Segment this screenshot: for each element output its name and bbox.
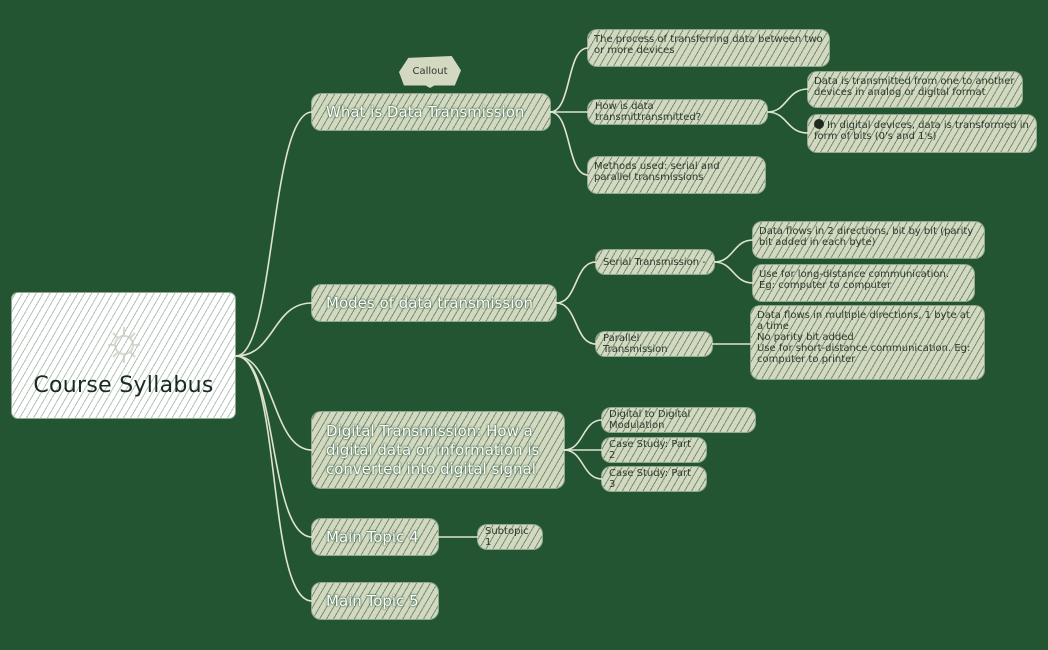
topic-modes-of-data-transmission[interactable]: Modes of data transmission — [312, 285, 556, 321]
leaf-line-1: Data flows in multiple directions, 1 byt… — [757, 310, 970, 332]
connector-t1c2-b — [766, 111, 809, 134]
leaf-bits-zeros-and-ones[interactable]: In digital devices, data is transformed … — [808, 115, 1036, 152]
leaf-serial-two-directions[interactable]: Data flows in 2 directions, bit by bit (… — [753, 222, 984, 258]
subtopic-label: Digital to Digital Modulation — [609, 409, 691, 431]
subtopic-label: Parallel Transmission — [603, 333, 668, 355]
connector-t2-c1 — [555, 261, 597, 304]
topic-label: Main Topic 4 — [326, 527, 419, 546]
topic-label: What is Data Transmission — [326, 102, 525, 121]
subtopic-subtopic-1[interactable]: Subtopic 1 — [478, 525, 542, 549]
connector-t1-c3 — [549, 111, 589, 176]
leaf-text: In digital devices, data is transformed … — [814, 120, 1029, 142]
subtopic-serial-transmission[interactable]: Serial Transmission - — [596, 250, 714, 274]
leaf-label: Data flows in 2 directions, bit by bit (… — [759, 226, 974, 248]
subtopic-case-study-part-2[interactable]: Case Study: Part 2 — [602, 438, 706, 462]
leaf-label: Data is transmitted from one to another … — [814, 76, 1015, 98]
subtopic-parallel-transmission[interactable]: Parallel Transmission — [596, 332, 712, 356]
callout-label: Callout — [412, 65, 448, 77]
subtopic-case-study-part-3[interactable]: Case Study: Part 3 — [602, 467, 706, 491]
topic-label: Digital Transmission: How a digital data… — [326, 421, 540, 478]
connector-t1-c1 — [549, 47, 589, 113]
subtopic-digital-to-digital-modulation[interactable]: Digital to Digital Modulation — [602, 408, 755, 432]
subtopic-label: Subtopic 1 — [485, 526, 529, 548]
connector-root-topic-3 — [235, 355, 313, 451]
subtopic-process-of-transferring[interactable]: The process of transferring data between… — [588, 30, 829, 66]
leaf-label: Use for long-distance communication. Eg:… — [759, 269, 950, 291]
root-title: Course Syllabus — [33, 373, 214, 398]
circuit-emblem-icon — [108, 327, 140, 363]
connector-t1c2-a — [766, 88, 809, 113]
connector-t2-c2 — [555, 302, 597, 345]
subtopic-label: Case Study: Part 2 — [609, 439, 692, 461]
topic-main-topic-4[interactable]: Main Topic 4 — [312, 519, 438, 555]
subtopic-methods-used[interactable]: Methods used: serial and parallel transm… — [588, 157, 765, 193]
subtopic-label: Case Study: Part 3 — [609, 468, 692, 490]
connector-t2c1-b — [713, 261, 754, 284]
root-node[interactable]: Course Syllabus — [12, 293, 235, 418]
subtopic-label: Serial Transmission - — [603, 256, 706, 268]
connector-root-topic-1 — [235, 111, 313, 357]
leaf-parallel-details[interactable]: Data flows in multiple directions, 1 byt… — [751, 306, 984, 379]
topic-what-is-data-transmission[interactable]: What is Data Transmission — [312, 94, 550, 130]
subtopic-label: Methods used: serial and parallel transm… — [594, 161, 720, 183]
callout-node[interactable]: Callout — [399, 56, 461, 88]
subtopic-how-is-data-transmitted[interactable]: How is data transmittransmitted? — [588, 100, 767, 124]
leaf-line-3: Use for short-distance communication. Eg… — [757, 343, 971, 365]
topic-digital-transmission[interactable]: Digital Transmission: How a digital data… — [312, 412, 564, 488]
topic-label: Main Topic 5 — [326, 591, 419, 610]
connector-t3-c3 — [563, 449, 603, 480]
subtopic-label: The process of transferring data between… — [594, 34, 823, 56]
connector-t2c1-a — [713, 239, 754, 263]
subtopic-label: How is data transmittransmitted? — [595, 101, 702, 123]
leaf-serial-long-distance[interactable]: Use for long-distance communication. Eg:… — [753, 265, 974, 301]
topic-main-topic-5[interactable]: Main Topic 5 — [312, 583, 438, 619]
black-dot-icon — [814, 119, 824, 129]
connector-t3-c1 — [563, 419, 603, 451]
topic-label: Modes of data transmission — [326, 293, 534, 312]
leaf-label: In digital devices, data is transformed … — [814, 119, 1030, 142]
leaf-analog-or-digital-format[interactable]: Data is transmitted from one to another … — [808, 72, 1022, 107]
leaf-line-2: No parity bit added — [757, 332, 854, 343]
connector-root-topic-5 — [235, 355, 313, 602]
connector-root-topic-2 — [235, 302, 313, 357]
